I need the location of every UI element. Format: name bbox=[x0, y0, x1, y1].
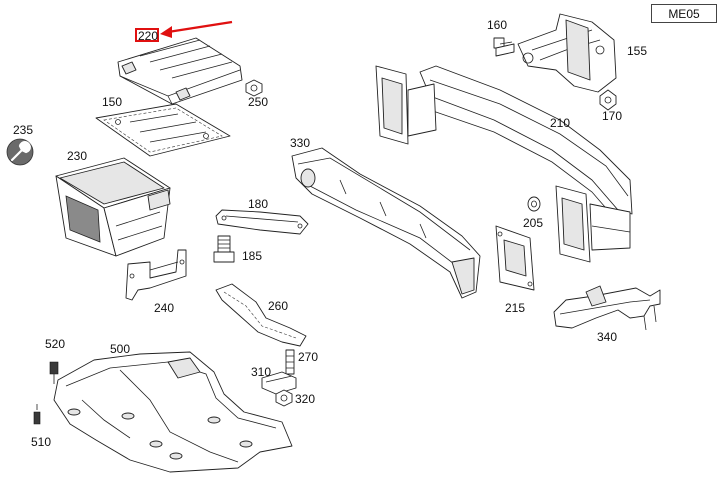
part-label-210[interactable]: 210 bbox=[550, 116, 571, 130]
part-label-180[interactable]: 180 bbox=[248, 197, 269, 211]
part-label-520[interactable]: 520 bbox=[45, 337, 66, 351]
diagram-code: ME05 bbox=[651, 4, 717, 23]
part-label-500[interactable]: 500 bbox=[110, 342, 131, 356]
wrench-icon bbox=[6, 138, 34, 166]
part-label-220[interactable]: 220 bbox=[138, 29, 159, 43]
part-label-270[interactable]: 270 bbox=[298, 350, 319, 364]
part-label-320[interactable]: 320 bbox=[295, 392, 316, 406]
part-150-plate bbox=[95, 103, 231, 157]
highlight-arrow bbox=[160, 20, 233, 38]
part-205-nut bbox=[527, 196, 541, 212]
part-240-bracket bbox=[125, 249, 187, 301]
part-170-nut bbox=[599, 89, 617, 111]
part-label-150[interactable]: 150 bbox=[102, 95, 123, 109]
part-label-160[interactable]: 160 bbox=[487, 18, 508, 32]
part-260-strip bbox=[215, 283, 307, 347]
part-label-215[interactable]: 215 bbox=[505, 301, 526, 315]
part-label-250[interactable]: 250 bbox=[248, 95, 269, 109]
part-220-control-unit bbox=[117, 37, 243, 105]
part-label-340[interactable]: 340 bbox=[597, 330, 618, 344]
part-160-bolt bbox=[493, 37, 515, 57]
part-210-end-plate bbox=[555, 185, 631, 263]
part-215-plate bbox=[495, 225, 535, 291]
part-label-235[interactable]: 235 bbox=[13, 123, 34, 137]
part-210-bar bbox=[375, 65, 633, 224]
part-510-clip bbox=[33, 404, 41, 425]
part-230-housing bbox=[55, 157, 171, 257]
part-label-155[interactable]: 155 bbox=[627, 44, 648, 58]
part-label-510[interactable]: 510 bbox=[31, 435, 52, 449]
part-155-bracket bbox=[517, 13, 617, 93]
part-label-205[interactable]: 205 bbox=[523, 216, 544, 230]
part-label-230[interactable]: 230 bbox=[67, 149, 88, 163]
part-310-bracket bbox=[261, 371, 297, 395]
part-label-170[interactable]: 170 bbox=[602, 109, 623, 123]
part-label-260[interactable]: 260 bbox=[268, 299, 289, 313]
part-270-bolt bbox=[285, 349, 295, 375]
highlight-box bbox=[135, 28, 159, 42]
part-330-member bbox=[291, 147, 481, 299]
part-label-330[interactable]: 330 bbox=[290, 136, 311, 150]
part-250-nut bbox=[245, 79, 263, 97]
part-180-bracket bbox=[215, 209, 309, 235]
part-320-nut bbox=[275, 389, 293, 407]
part-500-underbody-panel bbox=[53, 351, 293, 473]
part-185-bolt bbox=[213, 235, 235, 263]
part-label-240[interactable]: 240 bbox=[154, 301, 175, 315]
part-label-310[interactable]: 310 bbox=[251, 365, 272, 379]
part-520-clip bbox=[49, 361, 59, 384]
part-label-185[interactable]: 185 bbox=[242, 249, 263, 263]
part-340-rail bbox=[553, 285, 661, 331]
